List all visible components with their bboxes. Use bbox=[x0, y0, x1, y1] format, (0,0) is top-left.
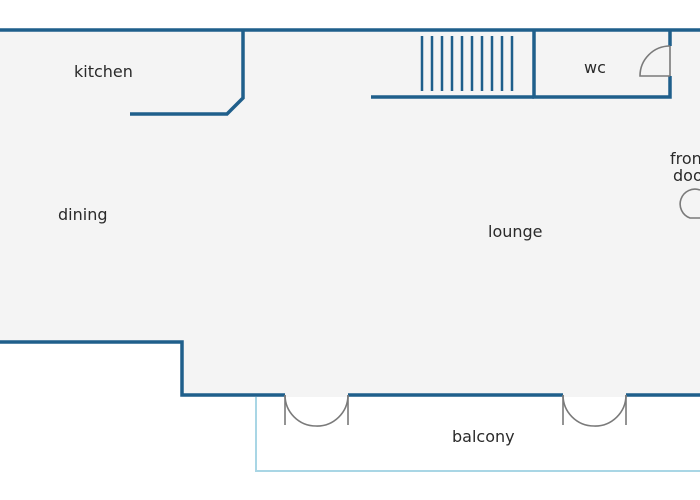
wc-door bbox=[639, 45, 671, 77]
balcony-rail bbox=[255, 397, 700, 472]
room-label-front-door-line1: front bbox=[670, 149, 700, 168]
room-label-dining: dining bbox=[58, 205, 107, 224]
staircase bbox=[420, 36, 514, 91]
room-label-front-door-line2: door bbox=[673, 166, 700, 185]
exterior-wall-south bbox=[0, 340, 285, 397]
kitchen-wall bbox=[130, 30, 245, 116]
floor-area bbox=[0, 30, 700, 397]
room-label-lounge: lounge bbox=[488, 222, 543, 241]
balcony-door-left bbox=[284, 394, 349, 427]
room-label-kitchen: kitchen bbox=[74, 62, 133, 81]
balcony-door-right bbox=[562, 394, 627, 427]
room-label-wc: wc bbox=[584, 58, 606, 77]
front-door-swing bbox=[679, 188, 700, 219]
room-label-balcony: balcony bbox=[452, 427, 515, 446]
wc-wall bbox=[532, 30, 672, 99]
